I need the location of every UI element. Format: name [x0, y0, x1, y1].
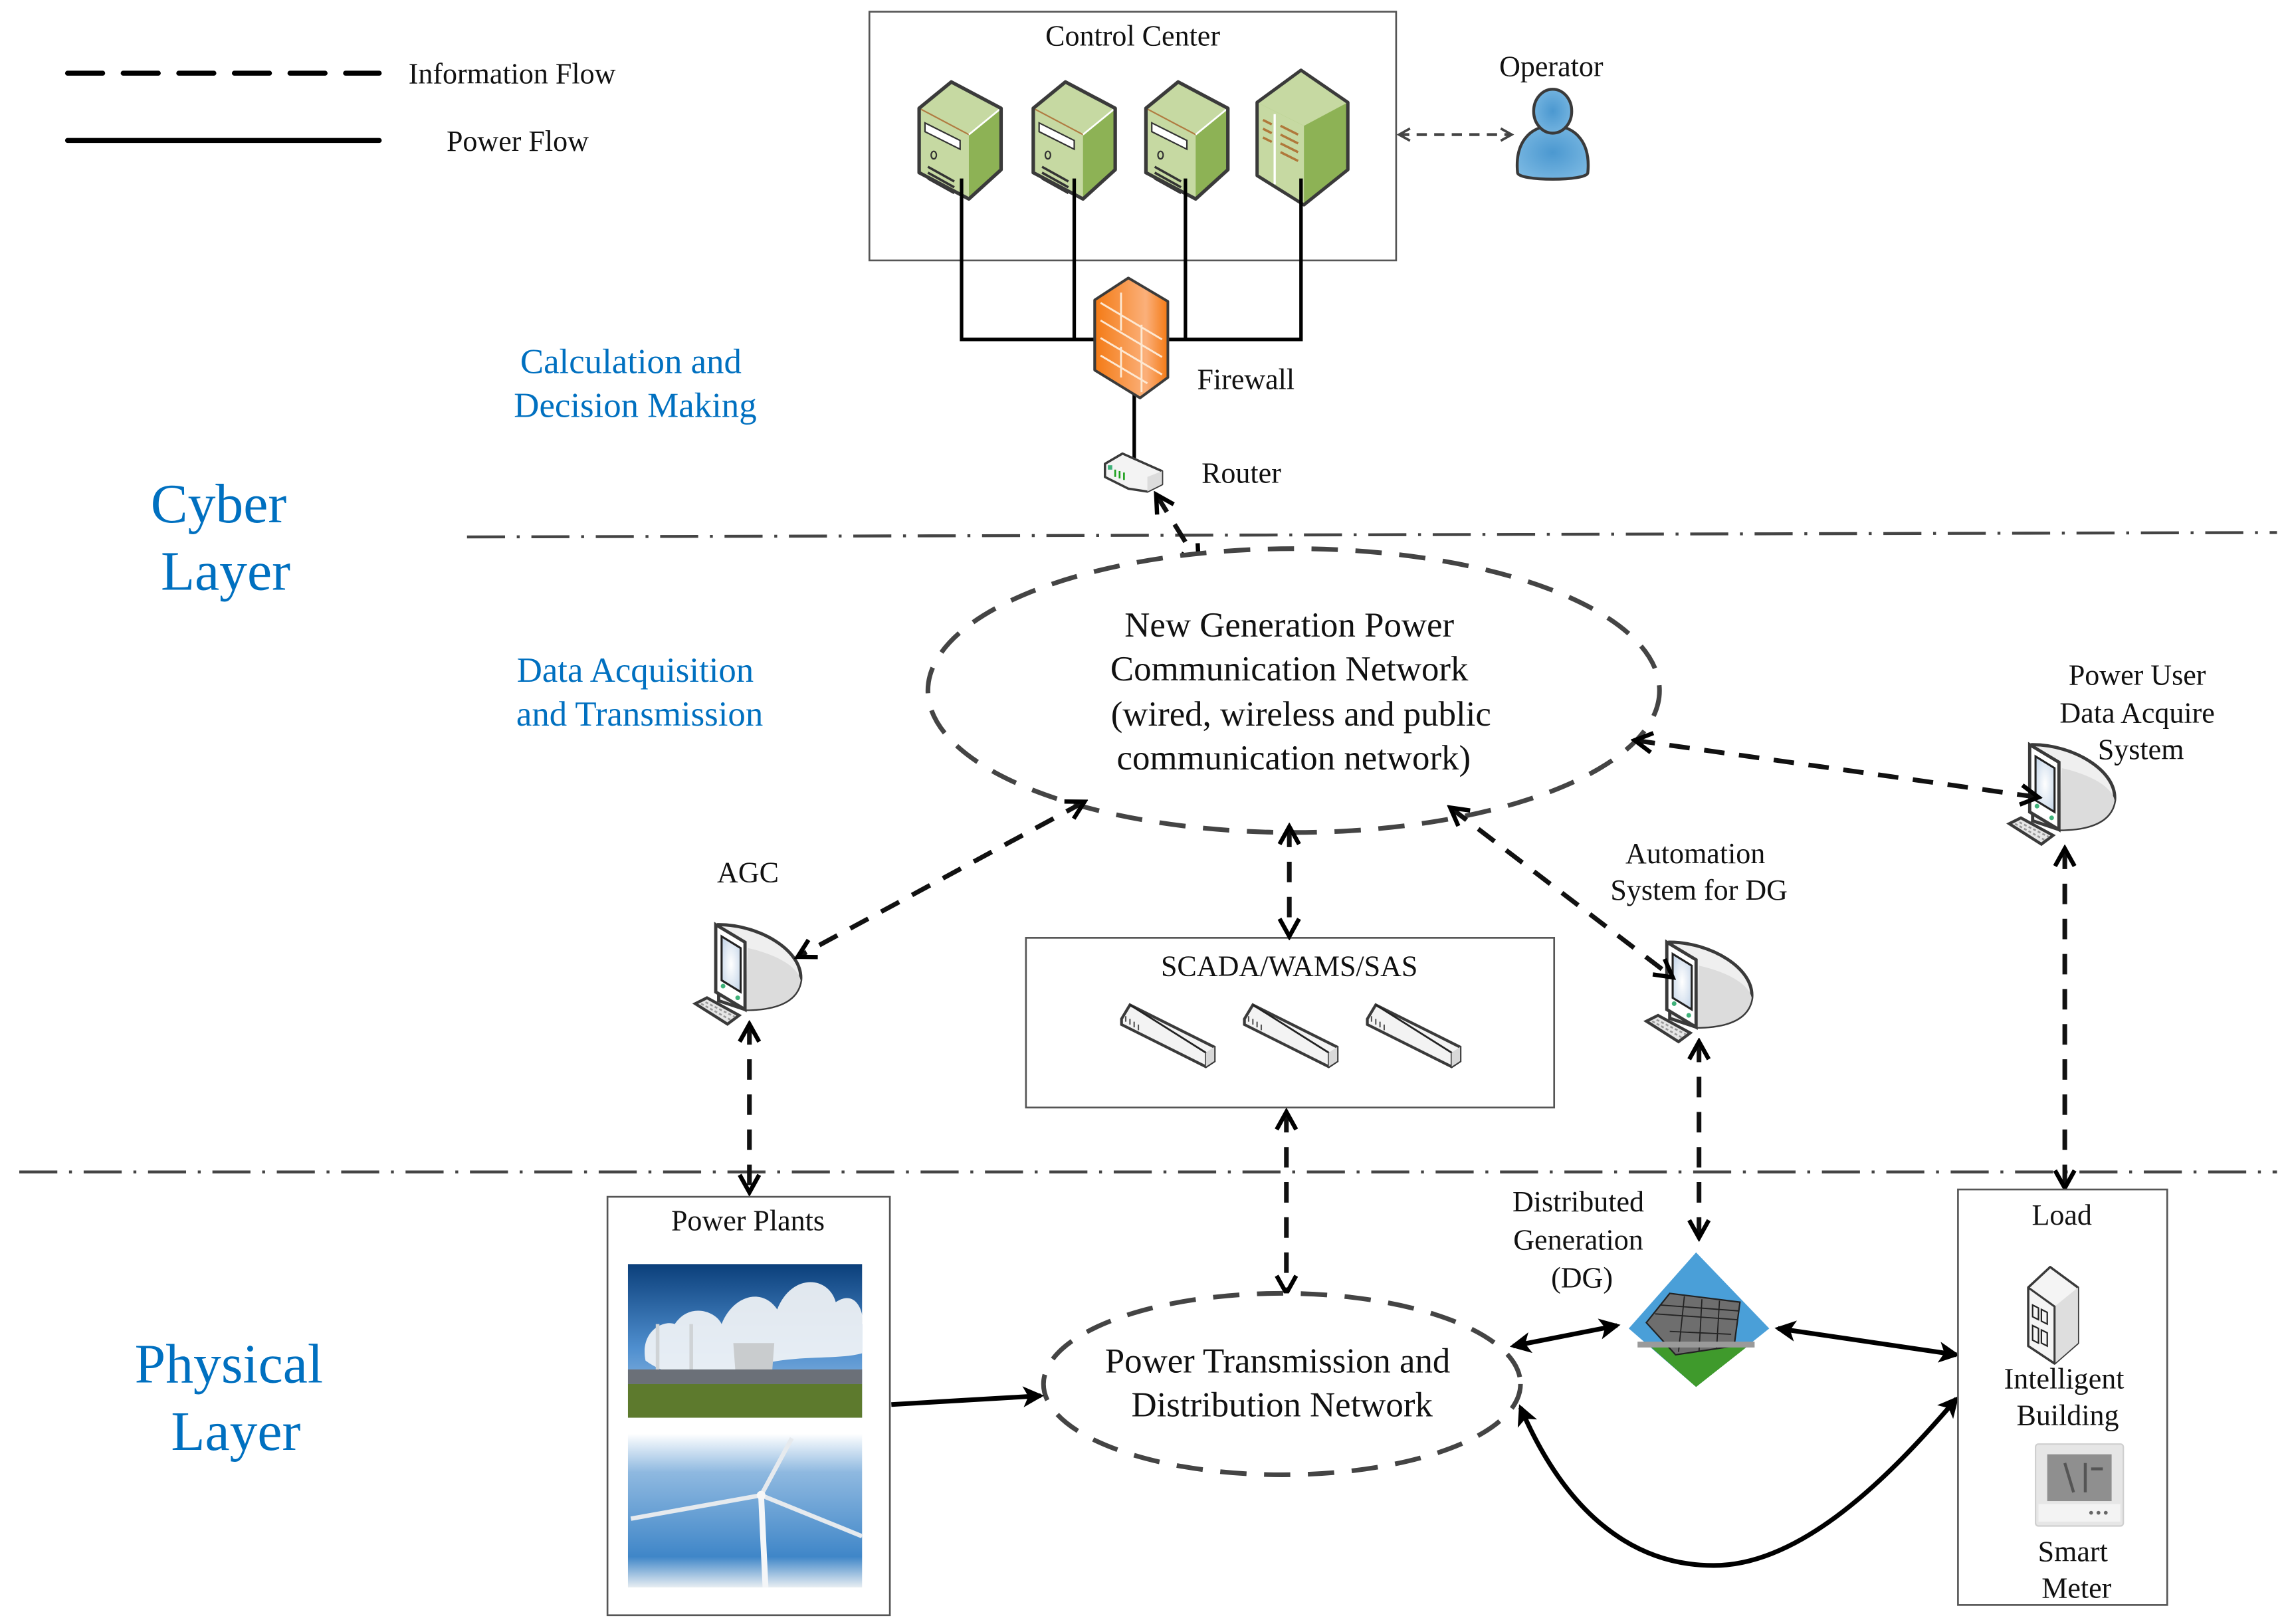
distributed-generation-label: Distributed Generation (DG)	[1512, 1185, 1651, 1294]
desktop-computer-icon[interactable]	[1646, 942, 1752, 1042]
load[interactable]: Load Intelligent Building Smart Meter	[1957, 1188, 2168, 1606]
communication-network[interactable]: New Generation Power Communication Netwo…	[925, 546, 1662, 835]
wind-turbine-photo	[627, 1433, 863, 1588]
thermal-power-plant-photo	[627, 1264, 863, 1418]
transmission-to-dg-flow	[1509, 1318, 1621, 1354]
smart-meter-icon[interactable]	[2034, 1443, 2125, 1527]
transmission-to-load-flow	[1517, 1395, 1959, 1568]
desktop-computer-icon[interactable]	[695, 925, 801, 1025]
power-plants-label: Power Plants	[671, 1205, 825, 1237]
communication-network-label: New Generation Power Communication Netwo…	[1110, 606, 1500, 777]
control-center[interactable]: Control Center	[868, 11, 1398, 262]
cyber-layer-divider	[467, 531, 2277, 539]
operator[interactable]: Operator	[1499, 50, 1604, 181]
agc-label: AGC	[717, 857, 779, 889]
smart-meter-label: Smart Meter	[2038, 1535, 2115, 1604]
calculation-section-label: Calculation and Decision Making	[514, 342, 756, 425]
building-icon[interactable]	[2027, 1265, 2079, 1365]
operator-label: Operator	[1499, 50, 1604, 82]
router-to-network-link	[1156, 494, 1199, 563]
power-plants-to-transmission-flow	[891, 1386, 1045, 1407]
legend: Information Flow Power Flow	[64, 58, 616, 157]
intelligent-building-label: Intelligent Building	[2004, 1363, 2132, 1432]
load-label: Load	[2032, 1199, 2092, 1231]
cyber-layer-label: Cyber Layer	[151, 473, 300, 602]
person-icon[interactable]	[1515, 88, 1590, 181]
power-flow-legend-label: Power Flow	[447, 125, 589, 157]
information-flow-legend-label: Information Flow	[409, 58, 616, 90]
brick-firewall-icon[interactable]	[1093, 276, 1170, 399]
transmission-network[interactable]: Power Transmission and Distribution Netw…	[1041, 1290, 1523, 1477]
power-user-label: Power User Data Acquire System	[2059, 659, 2222, 765]
scada-wams-sas[interactable]: SCADA/WAMS/SAS	[1025, 937, 1556, 1109]
firewall-label: Firewall	[1197, 363, 1295, 396]
data-acquisition-section-label: Data Acquisition and Transmission	[516, 651, 763, 734]
automation-system-label: Automation System for DG	[1610, 837, 1788, 906]
router-icon[interactable]	[1103, 452, 1164, 493]
physical-layer-label: Physical Layer	[135, 1334, 337, 1463]
router-label: Router	[1201, 457, 1281, 490]
control-center-title: Control Center	[1045, 19, 1220, 52]
dg-to-load-flow	[1774, 1320, 1960, 1363]
network-to-power-user-link	[1635, 740, 2039, 797]
server-rack-icon[interactable]	[1255, 68, 1350, 207]
network-to-agc-link	[797, 802, 1085, 957]
solar-panel-icon[interactable]	[1628, 1252, 1770, 1387]
transmission-network-label: Power Transmission and Distribution Netw…	[1105, 1342, 1459, 1424]
network-to-automation-link	[1450, 807, 1673, 977]
power-plants[interactable]: Power Plants	[606, 1195, 891, 1617]
scada-label: SCADA/WAMS/SAS	[1161, 950, 1417, 983]
